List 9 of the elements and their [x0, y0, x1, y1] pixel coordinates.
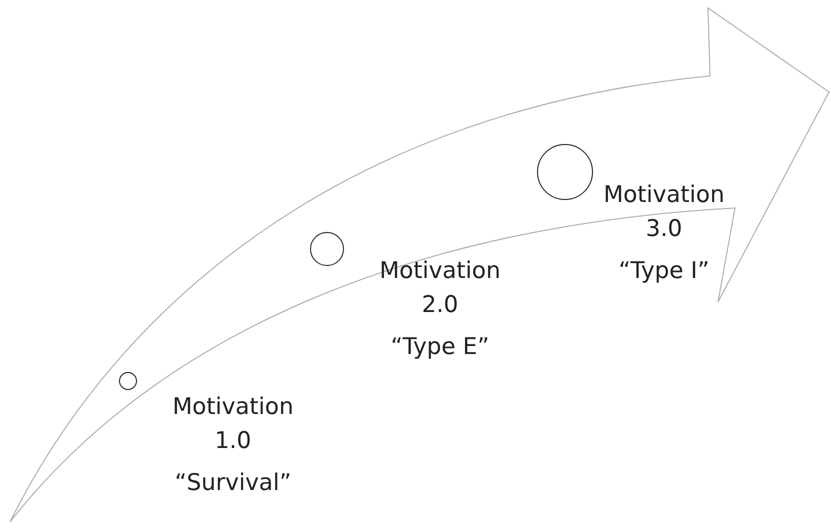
step-circle	[119, 372, 137, 390]
stage-title: Motivation 2.0	[378, 257, 502, 320]
stage-subtitle: “Type E”	[390, 333, 490, 362]
stage-title: Motivation 3.0	[602, 181, 726, 244]
stage-title: Motivation 1.0	[171, 393, 295, 456]
stage-subtitle: “Survival”	[174, 469, 292, 498]
step-circle	[537, 144, 593, 200]
stage-subtitle: “Type I”	[618, 257, 710, 286]
step-circle	[310, 232, 344, 266]
